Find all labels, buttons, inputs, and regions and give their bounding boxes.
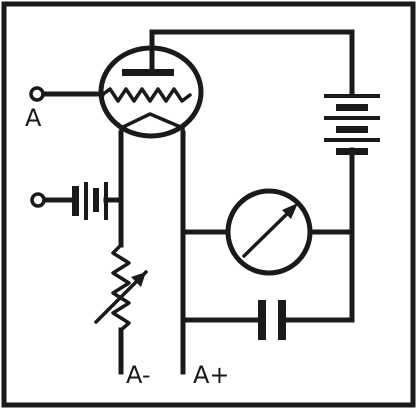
tube-grid	[100, 87, 192, 103]
grid-terminal-label: A	[25, 104, 42, 132]
filament-negative-leg	[94, 130, 148, 375]
c-battery	[30, 182, 124, 220]
tube-plate	[122, 69, 174, 76]
c-battery-terminal	[30, 192, 46, 208]
filament-positive-leg	[180, 130, 261, 375]
filament-positive-label: A+	[193, 361, 230, 389]
capacitor	[258, 300, 286, 340]
grid-terminal	[29, 86, 45, 102]
rheostat	[111, 243, 131, 332]
b-battery	[324, 94, 380, 155]
grid-input	[29, 86, 105, 102]
meter	[225, 188, 313, 276]
tube-filament	[119, 112, 185, 135]
plate-circuit	[149, 29, 355, 323]
meter-needle	[242, 207, 294, 258]
filament-negative-label: A-	[126, 361, 151, 389]
